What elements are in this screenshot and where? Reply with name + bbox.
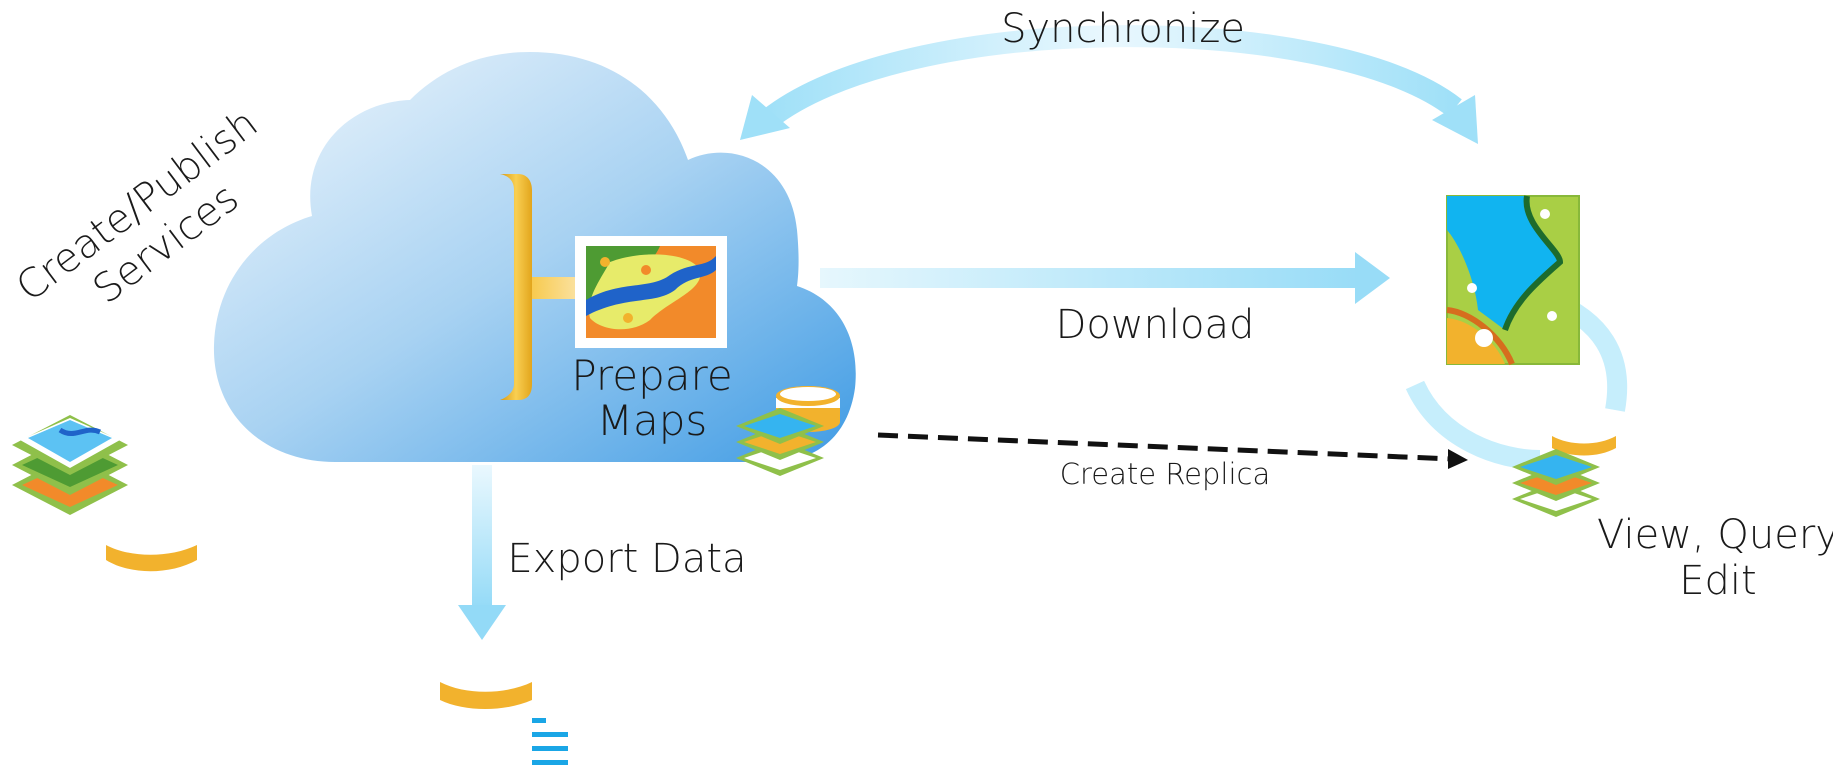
device-map-icon bbox=[1446, 195, 1580, 366]
device-database-icon bbox=[1552, 436, 1616, 456]
server-bar-icon bbox=[500, 174, 586, 400]
label-edit: Edit bbox=[1679, 558, 1756, 604]
label-synchronize: Synchronize bbox=[1001, 6, 1245, 52]
label-create-replica: Create Replica bbox=[1060, 457, 1271, 491]
label-view-query: View, Query bbox=[1597, 512, 1833, 558]
label-prepare: Prepare bbox=[571, 351, 732, 400]
left-layers-icon bbox=[12, 415, 128, 515]
export-document-icon bbox=[532, 718, 568, 765]
download-arrow bbox=[820, 252, 1390, 304]
left-database-icon bbox=[106, 545, 197, 572]
device-layers-icon bbox=[1512, 449, 1600, 517]
export-arrow bbox=[458, 465, 506, 640]
cloud-shape bbox=[213, 52, 856, 462]
cloud-layers-icon bbox=[736, 408, 824, 476]
label-maps: Maps bbox=[597, 396, 708, 445]
label-export-data: Export Data bbox=[507, 536, 746, 582]
map-tile-icon bbox=[575, 236, 727, 348]
label-download: Download bbox=[1056, 302, 1255, 348]
create-replica-arrow bbox=[877, 432, 1468, 469]
synchronize-arrow bbox=[740, 25, 1478, 144]
export-database-icon bbox=[440, 682, 532, 709]
